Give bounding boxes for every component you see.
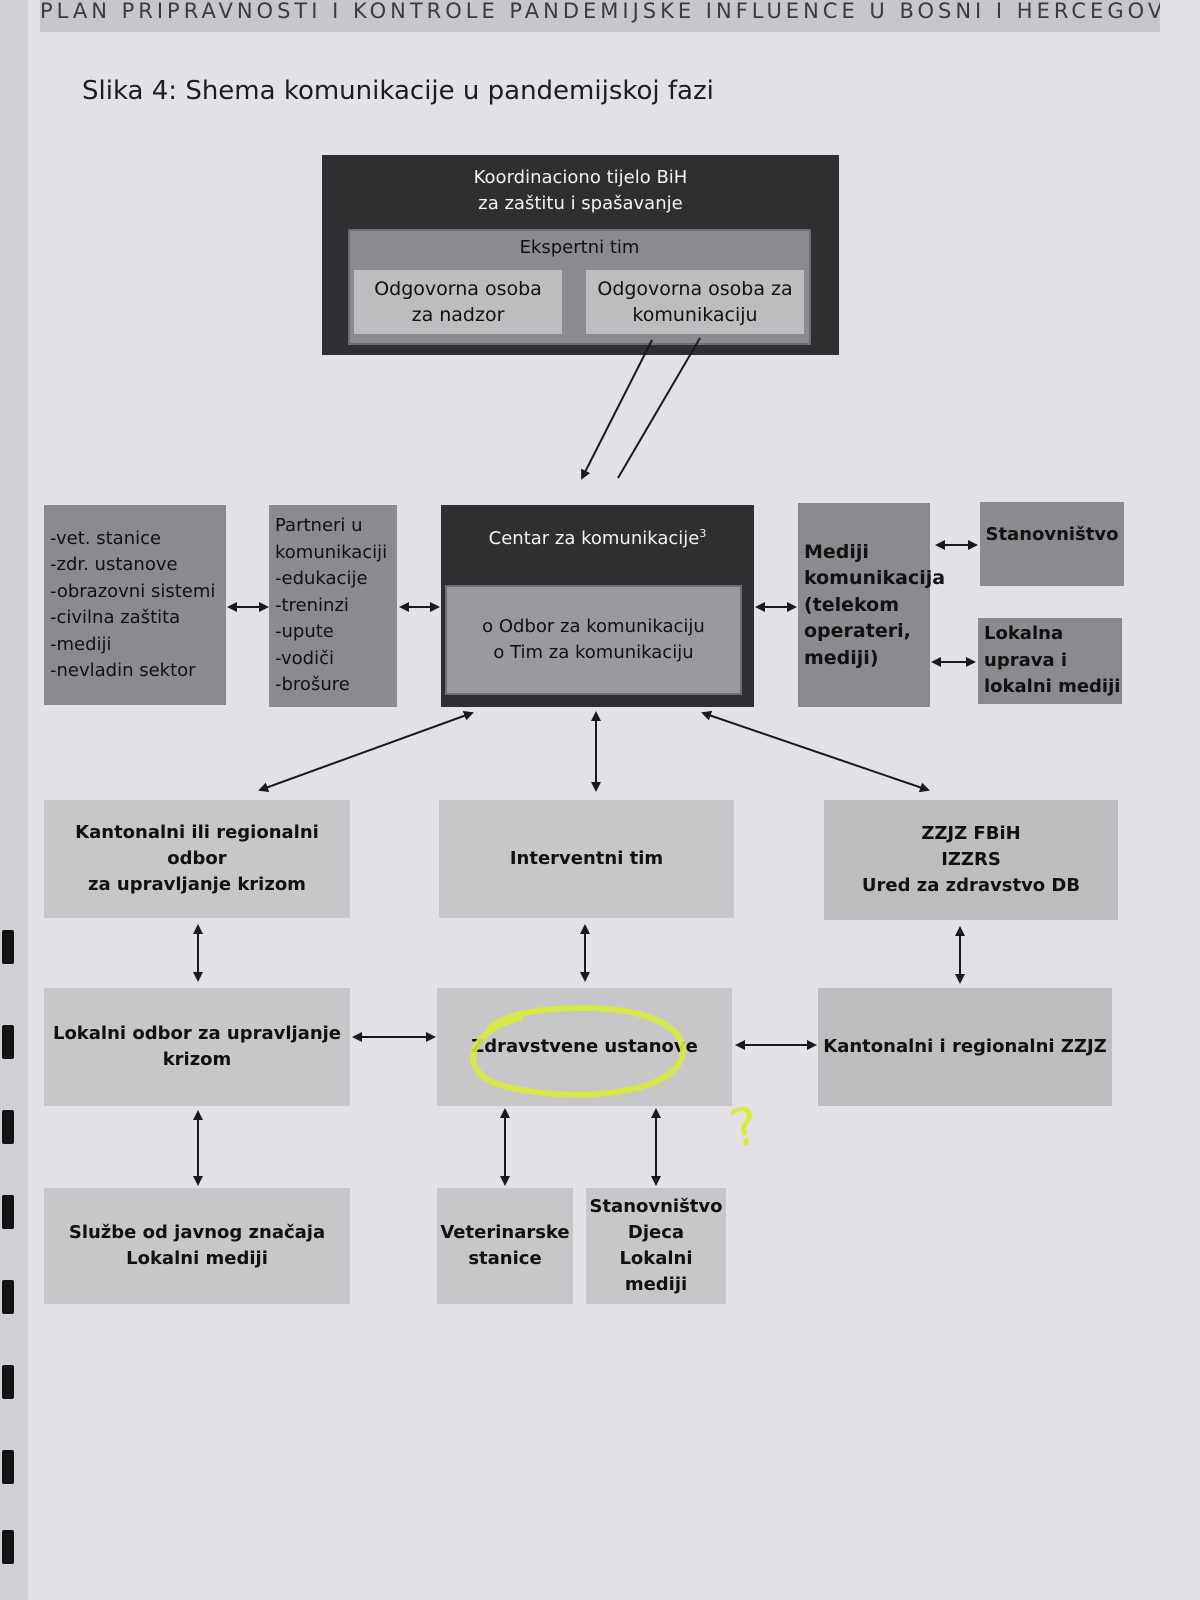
arrow-center-public-health: [701, 710, 930, 793]
intervention-team-box: Interventni tim: [439, 800, 734, 918]
arrow-center-cantonal-board: [258, 711, 474, 792]
figure-caption: Slika 4: Shema komunikacije u pandemijsk…: [82, 76, 714, 106]
communication-committee-box: o Odbor za komunikaciju o Tim za komunik…: [445, 585, 742, 695]
local-admin-box: Lokalna uprava i lokalni mediji: [978, 618, 1122, 704]
communication-officer-box: Odgovorna osoba za komunikaciju: [586, 270, 804, 334]
supervision-officer-box: Odgovorna osoba za nadzor: [354, 270, 562, 334]
highlight-circle: [470, 1004, 686, 1098]
health-institutions-box: Zdravstvene ustanove: [437, 988, 732, 1106]
cantonal-zzjz-box: Kantonalni i regionalni ZZJZ: [818, 988, 1112, 1106]
media-list-box: Mediji komunikacija (telekom operateri, …: [798, 503, 945, 707]
running-header: PLAN PRIPRAVNOSTI I KONTROLE PANDEMIJSKE…: [40, 0, 1160, 32]
vet-stations-box: Veterinarske stanice: [437, 1188, 573, 1304]
public-health-institutes-box: ZZJZ FBiH IZZRS Ured za zdravstvo DB: [824, 800, 1118, 920]
population-box: Stanovništvo: [980, 502, 1124, 586]
partners-list-box: Partneri u komunikaciji -edukacije -tren…: [269, 505, 397, 707]
coordination-body-title: Koordinaciono tijelo BiH za zaštitu i sp…: [473, 167, 688, 214]
population-group-box: Stanovništvo Djeca Lokalni mediji: [586, 1188, 726, 1304]
line-center-to-officer: [617, 337, 701, 479]
cantonal-board-box: Kantonalni ili regionalni odbor za uprav…: [44, 800, 350, 918]
binding-hole: [2, 1530, 14, 1564]
sectors-list-box: -vet. stanice -zdr. ustanove -obrazovni …: [44, 505, 226, 705]
expert-team-label: Ekspertni tim: [519, 237, 640, 258]
public-services-box: Službe od javnog značaja Lokalni mediji: [44, 1188, 350, 1304]
binding-hole: [2, 1450, 14, 1484]
binding-hole: [2, 1280, 14, 1314]
binding-hole: [2, 930, 14, 964]
binding-hole: [2, 1025, 14, 1059]
binding-hole: [2, 1365, 14, 1399]
local-board-box: Lokalni odbor za upravljanje krizom: [44, 988, 350, 1106]
page-edge: [0, 0, 28, 1600]
margin-question-mark: ?: [725, 1096, 764, 1160]
binding-hole: [2, 1110, 14, 1144]
binding-hole: [2, 1195, 14, 1229]
communication-center-title: Centar za komunikacije3: [488, 527, 707, 549]
arrow-officer-to-center: [581, 339, 653, 480]
